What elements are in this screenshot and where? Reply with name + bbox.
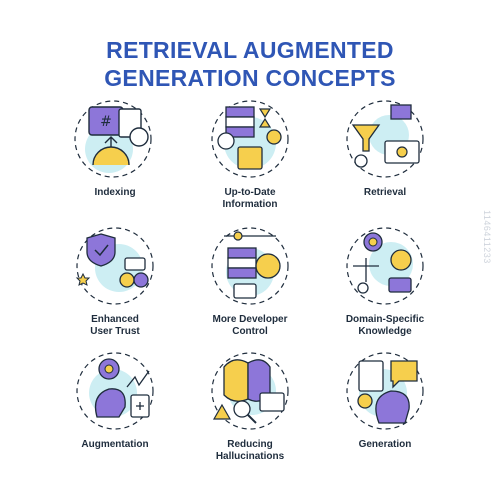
developer-control-icon — [211, 227, 289, 305]
concept-domain-specific-knowledge: Domain-Specific Knowledge — [310, 222, 460, 338]
augmentation-icon — [76, 352, 154, 430]
developer-control-label-1: More Developer — [212, 314, 288, 325]
user-trust-label-2: User Trust — [90, 326, 140, 337]
generation-icon — [346, 352, 424, 430]
concept-reducing-hallucinations: Reducing Hallucinations — [175, 347, 325, 463]
generation-label: Generation — [358, 439, 412, 450]
retrieval-label: Retrieval — [363, 187, 407, 198]
hallucinations-label-2: Hallucinations — [215, 451, 285, 462]
concept-more-developer-control: More Developer Control — [175, 222, 325, 338]
concept-retrieval: Retrieval — [310, 95, 460, 199]
domain-knowledge-label-1: Domain-Specific — [345, 314, 425, 325]
up-to-date-icon — [211, 100, 289, 178]
concept-augmentation: Augmentation — [40, 347, 190, 451]
concept-enhanced-user-trust: Enhanced User Trust — [40, 222, 190, 338]
indexing-label: Indexing — [94, 187, 136, 198]
developer-control-label-2: Control — [232, 326, 268, 337]
domain-knowledge-icon — [346, 227, 424, 305]
up-to-date-label-2: Information — [222, 199, 278, 210]
up-to-date-label-1: Up-to-Date — [224, 187, 276, 198]
concept-indexing: # Indexing — [40, 95, 190, 199]
hallucinations-label-1: Reducing — [227, 439, 273, 450]
concept-generation: Generation — [310, 347, 460, 451]
hallucinations-icon — [211, 352, 289, 430]
title-line-2: GENERATION CONCEPTS — [104, 65, 396, 91]
title-line-1: RETRIEVAL AUGMENTED — [106, 37, 394, 63]
svg-text:#: # — [100, 114, 112, 130]
indexing-icon: # — [74, 100, 152, 178]
user-trust-icon — [75, 227, 154, 305]
retrieval-icon — [346, 100, 424, 178]
stock-id-watermark: 1146411233 — [482, 210, 492, 264]
user-trust-label-1: Enhanced — [91, 314, 139, 325]
page-title: RETRIEVAL AUGMENTED GENERATION CONCEPTS — [0, 36, 500, 92]
domain-knowledge-label-2: Knowledge — [358, 326, 412, 337]
concept-up-to-date-information: Up-to-Date Information — [175, 95, 325, 211]
augmentation-label: Augmentation — [81, 439, 149, 450]
